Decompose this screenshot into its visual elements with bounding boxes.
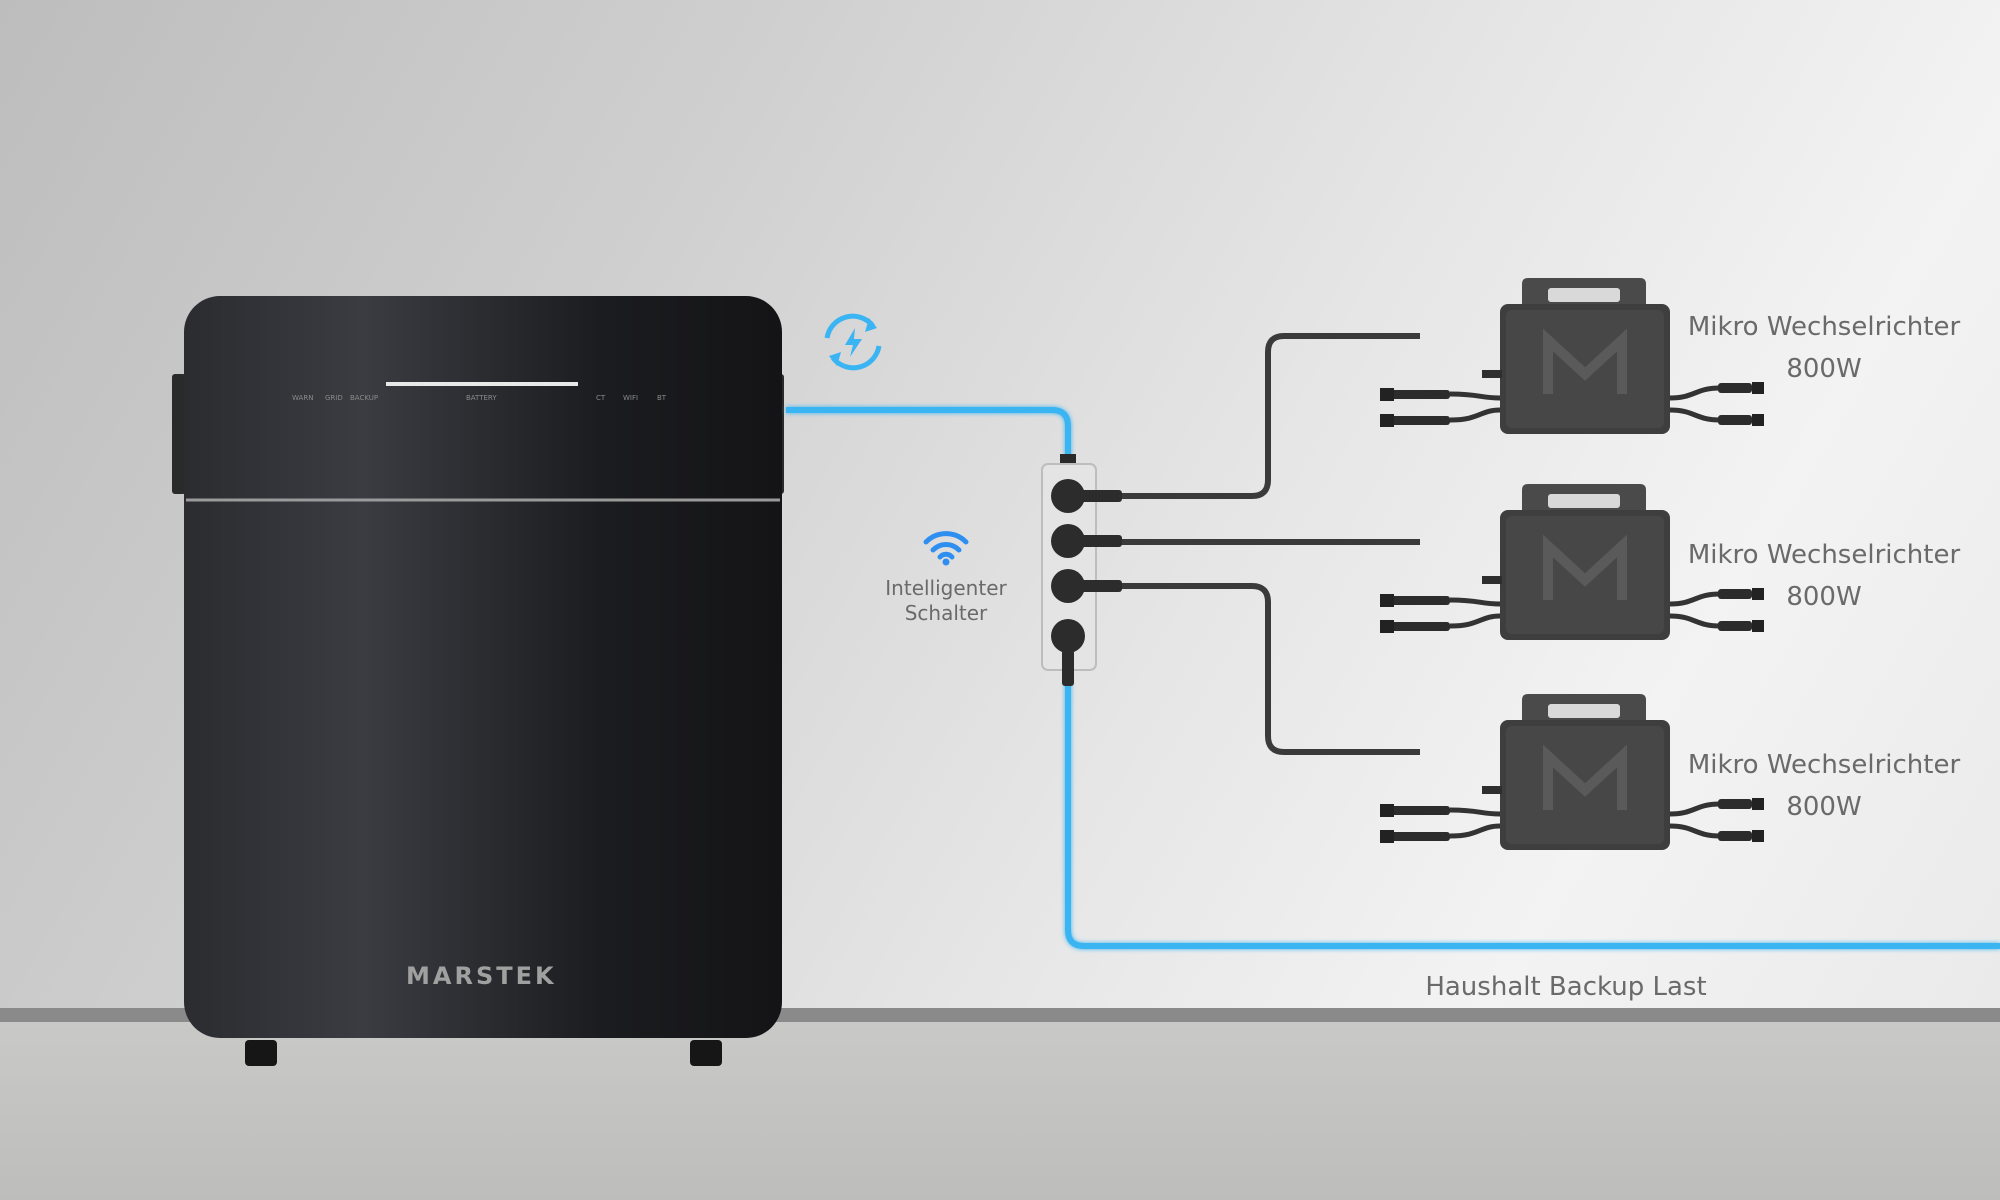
charge-cycle-icon — [824, 313, 882, 371]
wifi-icon — [923, 531, 969, 566]
panel-label-bt: BT — [657, 394, 667, 402]
smart-switch-strip — [1041, 454, 1122, 686]
household-backup-load-label: Haushalt Backup Last — [1425, 972, 1707, 1002]
panel-label-ct: CT — [596, 394, 606, 402]
inverter-3-name: Mikro Wechselrichter — [1687, 750, 1961, 780]
panel-label-backup: BACKUP — [350, 394, 379, 402]
inverter-2-power: 800W — [1786, 582, 1862, 612]
smart-switch-label-line2: Schalter — [904, 601, 988, 625]
smart-switch-label: Intelligenter Schalter — [866, 576, 1026, 626]
inverter-2-name: Mikro Wechselrichter — [1687, 540, 1961, 570]
cable-inverter-1 — [1116, 333, 1420, 499]
smart-switch-label-line1: Intelligenter — [885, 576, 1007, 600]
inverter-3-power: 800W — [1786, 792, 1862, 822]
battery-cable — [786, 407, 1071, 462]
cable-inverter-3 — [1116, 583, 1420, 755]
inverter-1 — [1380, 278, 1764, 434]
panel-label-warn: WARN — [292, 394, 314, 402]
battery-unit — [172, 296, 784, 1066]
load-cable — [1065, 680, 2000, 949]
floor — [0, 1022, 2000, 1200]
panel-label-wifi: WIFI — [623, 394, 639, 402]
inverter-1-name: Mikro Wechselrichter — [1687, 312, 1961, 342]
inverter-1-power: 800W — [1786, 354, 1862, 384]
panel-label-battery: BATTERY — [466, 394, 497, 402]
battery-brand-logo: MARSTEK — [406, 962, 557, 990]
panel-label-grid: GRID — [325, 394, 343, 402]
